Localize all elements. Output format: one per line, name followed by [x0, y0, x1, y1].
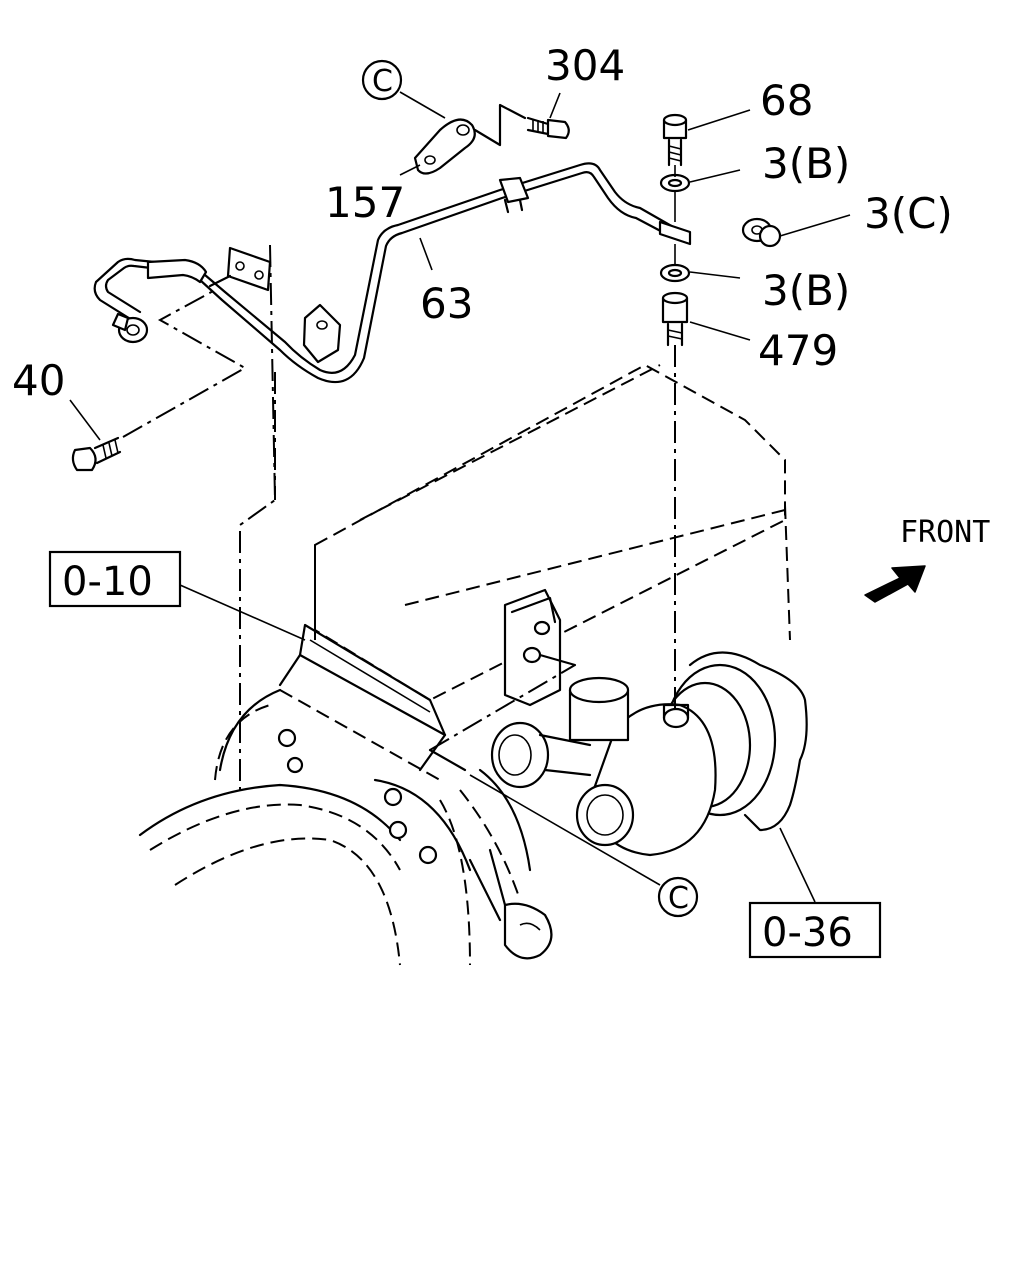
part-68-bolt: [662, 113, 688, 167]
label-157: 157: [325, 178, 405, 227]
engine-block: [138, 363, 791, 966]
label-3b-bottom: 3(B): [762, 266, 850, 315]
turbocharger: [490, 651, 808, 857]
part-3b-bottom-washer: [659, 263, 691, 283]
part-3c-clip: [741, 217, 782, 248]
ref-box-0-10[interactable]: 0-10: [48, 550, 182, 608]
label-304: 304: [545, 41, 625, 90]
label-3c: 3(C): [864, 189, 953, 238]
label-40: 40: [12, 356, 65, 405]
part-3b-top-washer: [659, 173, 691, 193]
part-40-bolt: [71, 436, 122, 472]
ref-box-0-36-label: 0-36: [762, 910, 853, 956]
label-68: 68: [760, 76, 813, 125]
ref-box-0-36[interactable]: 0-36: [748, 901, 882, 959]
front-label: FRONT: [900, 515, 990, 550]
callout-c-top: C: [361, 59, 403, 101]
ref-box-0-10-label: 0-10: [62, 559, 153, 605]
oil-feed-pipe: [93, 162, 692, 384]
label-63: 63: [420, 279, 473, 328]
part-479-adapter: [661, 291, 689, 347]
callout-c-top-label: C: [372, 64, 393, 99]
part-157-clamp: [413, 118, 476, 175]
part-304-bolt: [526, 116, 570, 140]
front-arrow-icon: [864, 565, 926, 603]
mount-bracket: [503, 588, 577, 707]
head-bolts: [277, 728, 438, 865]
label-3b-top: 3(B): [762, 139, 850, 188]
assembly-lines: [69, 91, 851, 903]
callout-c-bottom-label: C: [668, 881, 689, 916]
label-479: 479: [758, 326, 838, 375]
callout-c-bottom: C: [657, 876, 699, 918]
